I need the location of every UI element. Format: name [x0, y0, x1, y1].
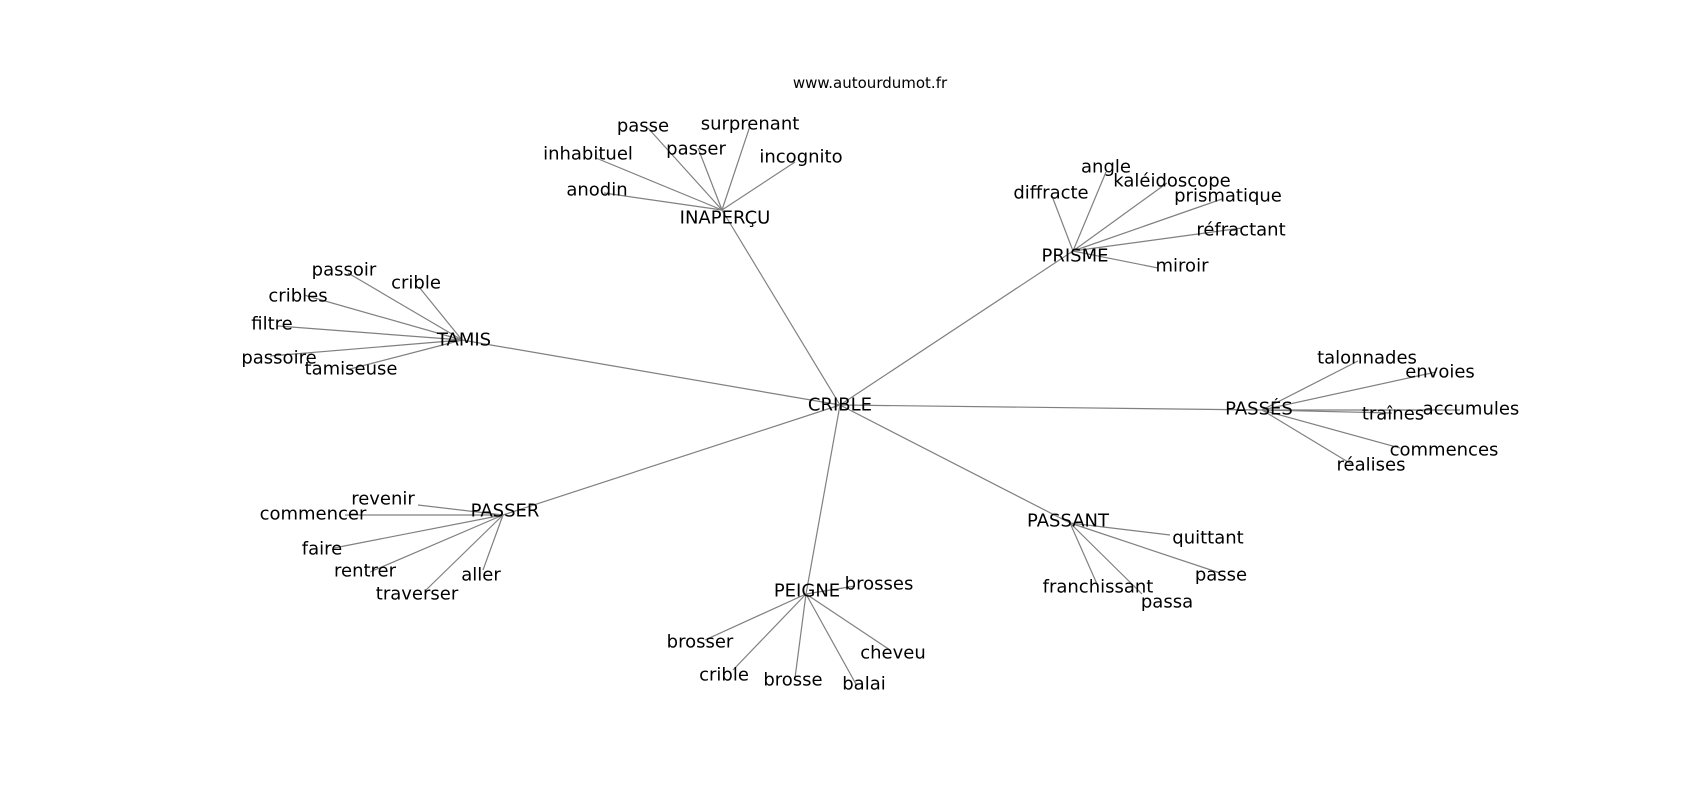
node-hub-peigne: PEIGNE	[774, 581, 840, 602]
node-center: CRIBLE	[808, 395, 872, 416]
node-leaf-rentrer: rentrer	[334, 561, 397, 582]
edge-peigne-crible	[732, 593, 807, 671]
node-leaf-prismatique: prismatique	[1174, 186, 1282, 207]
edge-peigne-balai	[805, 593, 858, 687]
edge-peigne-cheveu	[805, 593, 891, 651]
node-leaf-faire: faire	[302, 539, 342, 560]
node-leaf-kaleidoscope: kaléidoscope	[1113, 171, 1230, 192]
node-leaf-commencer: commencer	[260, 504, 367, 525]
edge-prisme-miroir	[1072, 250, 1159, 269]
edge-center-peigne	[805, 404, 841, 595]
edge-prisme-kaleidoscope	[1072, 182, 1168, 252]
edge-tamis-passoire	[269, 339, 463, 357]
graph-edges	[269, 125, 1460, 687]
node-leaf-talonnades: talonnades	[1317, 348, 1417, 369]
edge-inapercu-surprenant	[721, 125, 751, 211]
node-leaf-accumules: accumules	[1423, 399, 1520, 420]
node-leaf-angle: angle	[1081, 157, 1131, 178]
node-leaf-surprenant: surprenant	[701, 114, 800, 135]
node-leaf-crible: crible	[699, 665, 749, 686]
node-leaf-miroir: miroir	[1156, 256, 1210, 277]
edge-inapercu-passer	[697, 147, 723, 211]
node-leaf-passoire: passoire	[241, 348, 316, 369]
edge-center-prisme	[839, 250, 1074, 406]
node-leaf-passer: passer	[666, 139, 726, 160]
edge-passer-revenir	[417, 504, 504, 516]
node-leaf-filtre: filtre	[251, 314, 292, 335]
edge-inapercu-anodin	[603, 192, 723, 211]
edge-passer-faire	[333, 514, 504, 549]
node-leaf-crible: crible	[391, 273, 441, 294]
node-hub-prisme: PRISME	[1042, 246, 1109, 267]
node-leaf-envoies: envoies	[1405, 362, 1475, 383]
node-leaf-commences: commences	[1390, 440, 1499, 461]
node-leaf-inhabituel: inhabituel	[543, 144, 633, 165]
node-leaf-aller: aller	[461, 565, 501, 586]
edge-inapercu-inhabituel	[595, 157, 723, 211]
edge-passes-commences	[1261, 409, 1401, 449]
node-hub-passer: PASSER	[471, 501, 540, 522]
edge-passer-rentrer	[369, 514, 504, 573]
edge-peigne-brosse	[794, 593, 807, 679]
node-hub-passes: PASSÉS	[1225, 398, 1293, 420]
node-leaf-brosser: brosser	[667, 632, 734, 653]
edge-inapercu-passe	[647, 127, 723, 211]
node-leaf-passoir: passoir	[312, 260, 377, 281]
edge-peigne-brosses	[805, 585, 856, 595]
edge-passes-envoies	[1261, 371, 1437, 411]
node-leaf-refractant: réfractant	[1196, 220, 1285, 241]
edge-passes-talonnades	[1261, 360, 1359, 411]
node-leaf-revenir: revenir	[351, 489, 415, 510]
edge-center-passer	[502, 404, 841, 516]
node-leaf-brosse: brosse	[763, 670, 822, 691]
edge-tamis-passoir	[347, 272, 463, 341]
edge-passer-traverser	[425, 514, 504, 591]
node-leaf-balai: balai	[842, 674, 886, 695]
edge-tamis-crible	[418, 286, 463, 341]
node-leaf-realises: réalises	[1337, 455, 1406, 476]
node-leaf-quittant: quittant	[1172, 528, 1243, 549]
edge-passant-quittant	[1069, 522, 1171, 536]
graph-labels: CRIBLE INAPERÇU passe surprenant passer inhab…	[241, 114, 1519, 695]
node-leaf-cheveu: cheveu	[860, 643, 926, 664]
node-hub-passant: PASSANT	[1027, 511, 1110, 532]
edge-tamis-filtre	[277, 325, 463, 341]
site-url: www.autourdumot.fr	[792, 74, 948, 92]
edge-center-inapercu	[721, 209, 841, 406]
edge-prisme-angle	[1072, 171, 1107, 252]
node-leaf-traines: traînes	[1362, 404, 1424, 425]
edge-passant-passa	[1069, 522, 1143, 595]
edge-peigne-brosser	[704, 593, 807, 641]
edge-passant-franchissant	[1069, 522, 1098, 585]
edge-tamis-tamiseuse	[349, 339, 463, 370]
node-leaf-brosses: brosses	[845, 574, 914, 595]
node-hub-tamis: TAMIS	[436, 330, 491, 351]
node-leaf-anodin: anodin	[566, 180, 627, 201]
node-leaf-tamiseuse: tamiseuse	[305, 359, 398, 380]
edge-center-passes	[839, 404, 1263, 411]
edge-tamis-cribles	[303, 294, 463, 341]
node-leaf-passa: passa	[1141, 592, 1193, 613]
node-leaf-incognito: incognito	[759, 147, 842, 168]
edge-inapercu-incognito	[721, 161, 796, 211]
node-leaf-franchissant: franchissant	[1043, 577, 1154, 598]
node-leaf-traverser: traverser	[376, 584, 459, 605]
node-leaf-passe: passe	[1195, 565, 1247, 586]
node-hub-inapercu: INAPERÇU	[680, 208, 771, 229]
edge-passant-passe	[1069, 522, 1221, 574]
edge-prisme-prismatique	[1072, 198, 1223, 252]
node-leaf-passe: passe	[617, 116, 669, 137]
node-leaf-diffracte: diffracte	[1013, 183, 1088, 204]
edge-center-tamis	[461, 339, 841, 406]
edge-passer-aller	[482, 514, 504, 571]
node-leaf-cribles: cribles	[268, 286, 327, 307]
edge-passes-realises	[1261, 409, 1354, 466]
edge-prisme-diffracte	[1051, 195, 1074, 252]
edge-prisme-refractant	[1072, 227, 1243, 252]
edge-center-passant	[839, 404, 1071, 524]
